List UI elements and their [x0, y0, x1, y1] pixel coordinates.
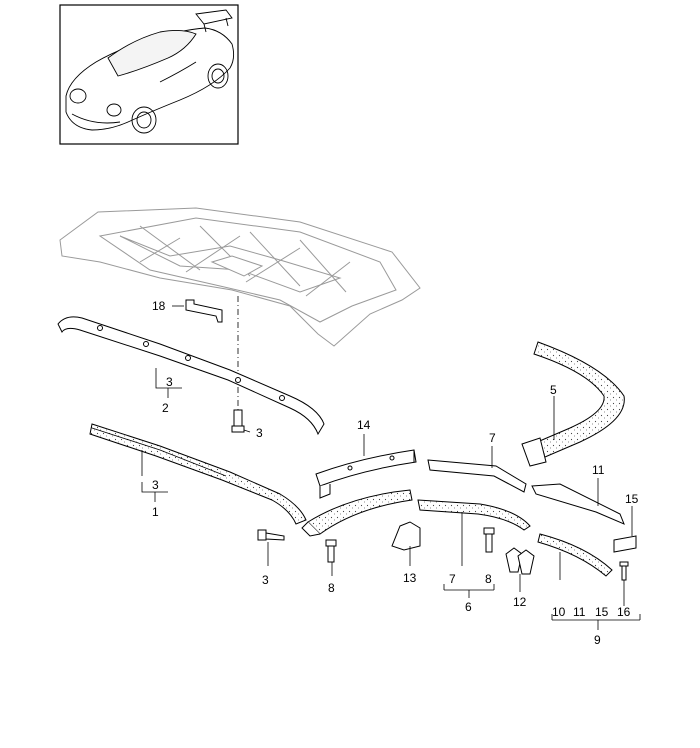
callout-15: 15: [625, 492, 639, 506]
callout-3-seal: 3: [152, 478, 159, 492]
callout-18: 18: [152, 299, 166, 313]
callout-3-screw-lower: 3: [262, 573, 269, 587]
callout-9: 9: [594, 633, 601, 647]
part-6-trim: [417, 499, 531, 531]
callout-13: 13: [403, 571, 417, 585]
callout-16: 16: [617, 605, 631, 619]
callout-11-group: 11: [573, 605, 586, 619]
part-5-seal: [521, 341, 625, 467]
part-2-rail: [57, 316, 325, 436]
part-14-bracket: [315, 449, 417, 499]
callout-12: 12: [513, 595, 527, 609]
part-front-trim: [301, 489, 413, 537]
roof-frame: [59, 207, 421, 347]
callout-11: 11: [592, 463, 605, 477]
callout-3-screw-upper: 3: [256, 426, 263, 440]
callout-8-right: 8: [485, 572, 492, 586]
part-1-seal: [89, 423, 307, 525]
callout-5: 5: [550, 383, 557, 397]
callout-3-rail: 3: [166, 375, 173, 389]
car-illustration: [65, 9, 235, 134]
screw-3-lower: [257, 529, 285, 541]
callout-1: 1: [152, 505, 159, 519]
callout-15-group: 15: [595, 605, 609, 619]
screw-3-upper: [231, 409, 245, 433]
callout-10: 10: [552, 605, 566, 619]
part-15-plate: [613, 535, 637, 553]
screw-8-right: [483, 527, 495, 553]
part-12-clips: [505, 547, 535, 575]
part-16-bolt: [619, 561, 629, 581]
thumbnail-frame: [59, 4, 239, 145]
part-11-bracket: [531, 483, 625, 525]
callout-14: 14: [357, 418, 371, 432]
part-13-clip: [391, 521, 421, 551]
screw-8-left: [325, 539, 337, 563]
callout-7-lower: 7: [449, 572, 456, 586]
callout-6: 6: [465, 600, 472, 614]
part-18-clip: [185, 299, 223, 323]
part-10-seal: [537, 533, 613, 577]
callout-7-upper: 7: [489, 431, 496, 445]
callout-8-left: 8: [328, 581, 335, 595]
part-7-upper: [427, 459, 527, 493]
leader-lines: [141, 368, 641, 630]
vehicle-thumbnail: [59, 4, 239, 145]
callout-2: 2: [162, 401, 169, 415]
